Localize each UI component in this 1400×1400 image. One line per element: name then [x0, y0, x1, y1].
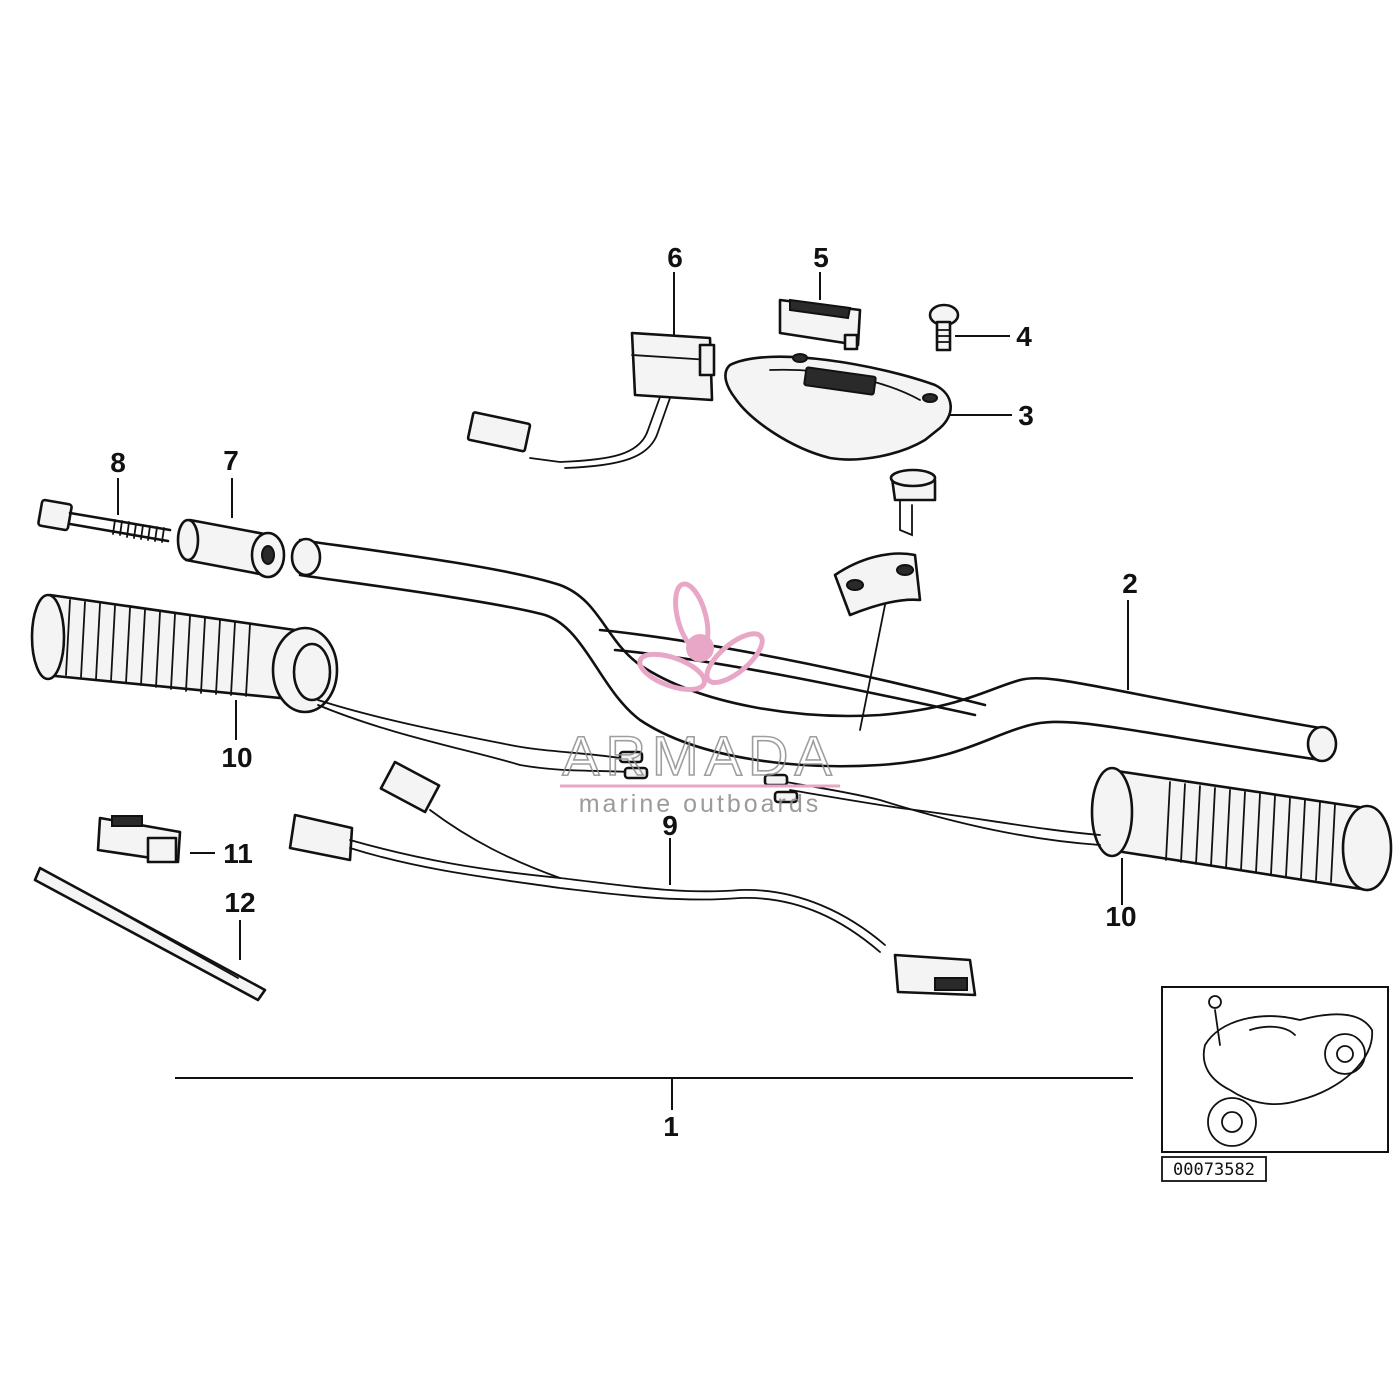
- armada-watermark: ARMADA marine outboards: [560, 581, 840, 818]
- motorcycle-location-inset: 00073582: [1161, 986, 1389, 1182]
- callout-4: 4: [1016, 321, 1032, 352]
- callout-12: 12: [224, 887, 255, 918]
- switch-connector: [466, 331, 716, 469]
- callout-10-right: 10: [1105, 901, 1136, 932]
- clamp-and-nut: [833, 468, 937, 731]
- handlebar: [290, 537, 1338, 768]
- grip-wires: [317, 699, 1101, 846]
- bar-end-weight: [176, 518, 286, 579]
- watermark-tagline: marine outboards: [579, 790, 822, 818]
- wiring-harness: [288, 760, 977, 997]
- plug-connector: [96, 815, 182, 864]
- left-heated-grip: [30, 593, 339, 714]
- callout-5: 5: [813, 242, 829, 273]
- switch-housing: [724, 353, 952, 461]
- callout-6: 6: [667, 242, 683, 273]
- callout-7: 7: [223, 445, 239, 476]
- motorcycle-icon: [1202, 995, 1373, 1147]
- right-heated-grip: [1090, 766, 1393, 892]
- callout-10-left: 10: [221, 742, 252, 773]
- screw: [928, 303, 960, 352]
- callout-8: 8: [110, 447, 126, 478]
- callout-3: 3: [1018, 400, 1034, 431]
- cable-tie: [33, 866, 267, 1002]
- propeller-icon: [637, 581, 765, 692]
- leader-lines: [117, 272, 1133, 1110]
- callout-numbers: 6 5 4 3 7 8 2 10 10 9 11 12 1: [110, 242, 1138, 1142]
- connector-cover: [778, 298, 862, 351]
- callout-11: 11: [223, 838, 253, 869]
- callout-9: 9: [662, 810, 678, 841]
- drawing-number: 00073582: [1173, 1160, 1255, 1180]
- watermark-brand: ARMADA: [562, 724, 838, 787]
- callout-1: 1: [663, 1111, 679, 1142]
- callout-2: 2: [1122, 568, 1138, 599]
- bolt: [37, 498, 172, 543]
